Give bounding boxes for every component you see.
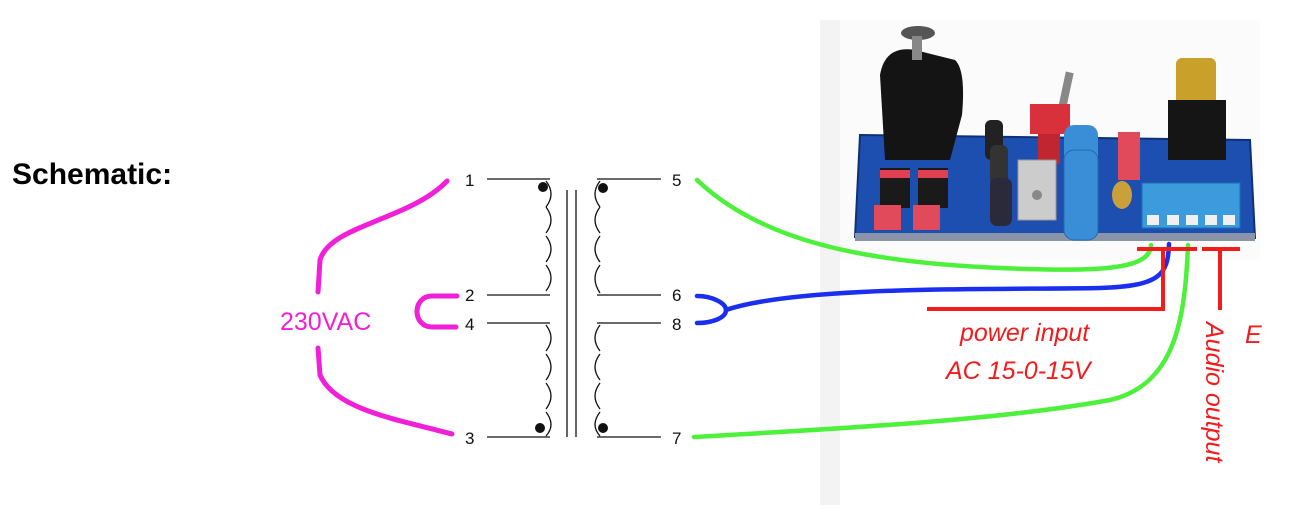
power-spec-label: AC 15-0-15V [944, 357, 1093, 385]
pin-7-label: 7 [672, 429, 681, 448]
pin-1-label: 1 [465, 171, 474, 190]
secondary-green-wires [691, 177, 1191, 440]
polarity-dots [535, 182, 608, 433]
pin-2-label: 2 [465, 286, 474, 305]
audio-output-label: Audio output [1200, 320, 1228, 463]
pin-4-label: 4 [465, 315, 474, 334]
transformer-symbol [487, 178, 661, 438]
annotation-lines [927, 247, 1240, 311]
power-input-label: power input [959, 319, 1090, 347]
pcb-photo [820, 20, 1260, 505]
pin-3-label: 3 [465, 429, 474, 448]
heading: Schematic: [12, 158, 172, 191]
cut-off-label: E [1245, 321, 1262, 349]
primary-wires [315, 178, 460, 437]
voltage-label: 230VAC [280, 308, 371, 336]
pin-8-label: 8 [672, 315, 681, 334]
center-tap-blue-wire [694, 241, 1172, 326]
pin-6-label: 6 [672, 286, 681, 305]
pin-5-label: 5 [672, 171, 681, 190]
